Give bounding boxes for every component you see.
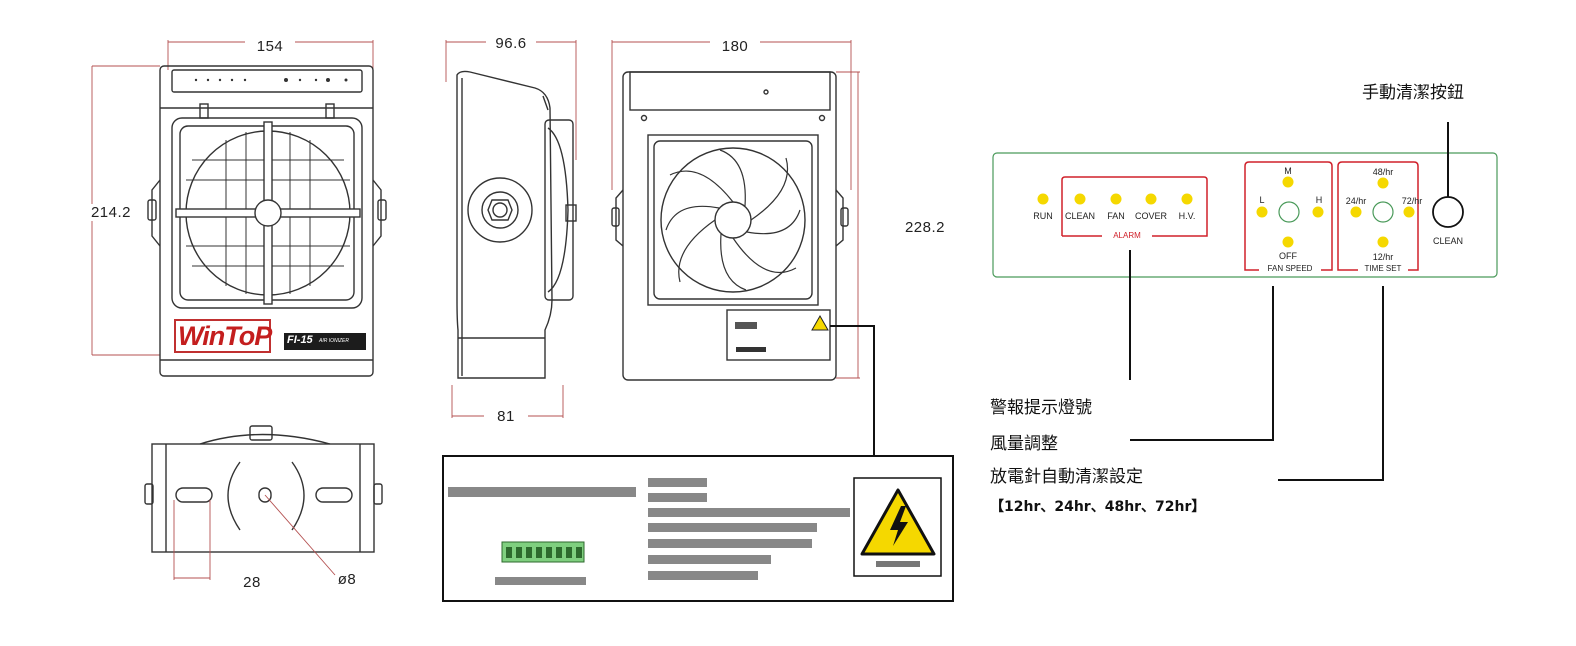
bottom-offset-dimension: 28	[232, 574, 272, 591]
front-height-dimension: 214.2	[82, 204, 140, 221]
auto-clean-options-annotation: 【12hr、24hr、48hr、72hr】	[990, 499, 1206, 515]
fan-speed-off-label: OFF	[1279, 251, 1297, 261]
hole-diameter-dimension: ø8	[337, 571, 357, 588]
clean-button-icon	[1432, 196, 1464, 228]
fan-adjust-annotation: 風量調整	[990, 434, 1058, 454]
alarm-fan-label: FAN	[1107, 211, 1125, 221]
manual-clean-button-annotation: 手動清潔按鈕	[1362, 83, 1464, 103]
side-width-dimension: 96.6	[486, 35, 536, 52]
back-height-dimension: 228.2	[896, 219, 954, 236]
front-view	[91, 40, 387, 377]
run-led-label: RUN	[1033, 211, 1053, 221]
clean-button-label: CLEAN	[1432, 236, 1463, 246]
time-12hr-label: 12/hr	[1372, 252, 1394, 262]
label-enlargement	[442, 325, 954, 602]
back-view	[611, 40, 860, 381]
bottom-view	[144, 425, 383, 580]
side-base-dimension: 81	[484, 408, 528, 425]
model-subtitle: AIR IONIZER	[319, 338, 350, 344]
fan-speed-l-label: L	[1259, 195, 1265, 205]
model-name: FI-15	[287, 334, 313, 346]
time-24hr-label: 24/hr	[1345, 196, 1367, 206]
fan-speed-h-label: H	[1315, 195, 1323, 205]
back-width-dimension: 180	[710, 38, 760, 55]
brand-logo: WinToP	[178, 321, 272, 351]
time-72hr-label: 72/hr	[1401, 196, 1423, 206]
callout-lines	[1129, 122, 1449, 481]
alarm-hv-label: H.V.	[1178, 211, 1196, 221]
alarm-clean-label: CLEAN	[1064, 211, 1095, 221]
fan-speed-m-label: M	[1284, 166, 1292, 176]
alarm-indicator-annotation: 警報提示燈號	[990, 398, 1092, 418]
time-set-group-label: TIME SET	[1358, 264, 1408, 273]
alarm-cover-label: COVER	[1134, 211, 1167, 221]
fan-speed-group-label: FAN SPEED	[1259, 264, 1321, 273]
front-width-dimension: 154	[245, 38, 295, 55]
auto-clean-setting-annotation: 放電針自動清潔設定	[990, 467, 1143, 487]
side-view	[445, 40, 577, 418]
alarm-group-label: ALARM	[1105, 231, 1149, 240]
time-48hr-label: 48/hr	[1372, 167, 1394, 177]
control-panel	[992, 152, 1498, 278]
